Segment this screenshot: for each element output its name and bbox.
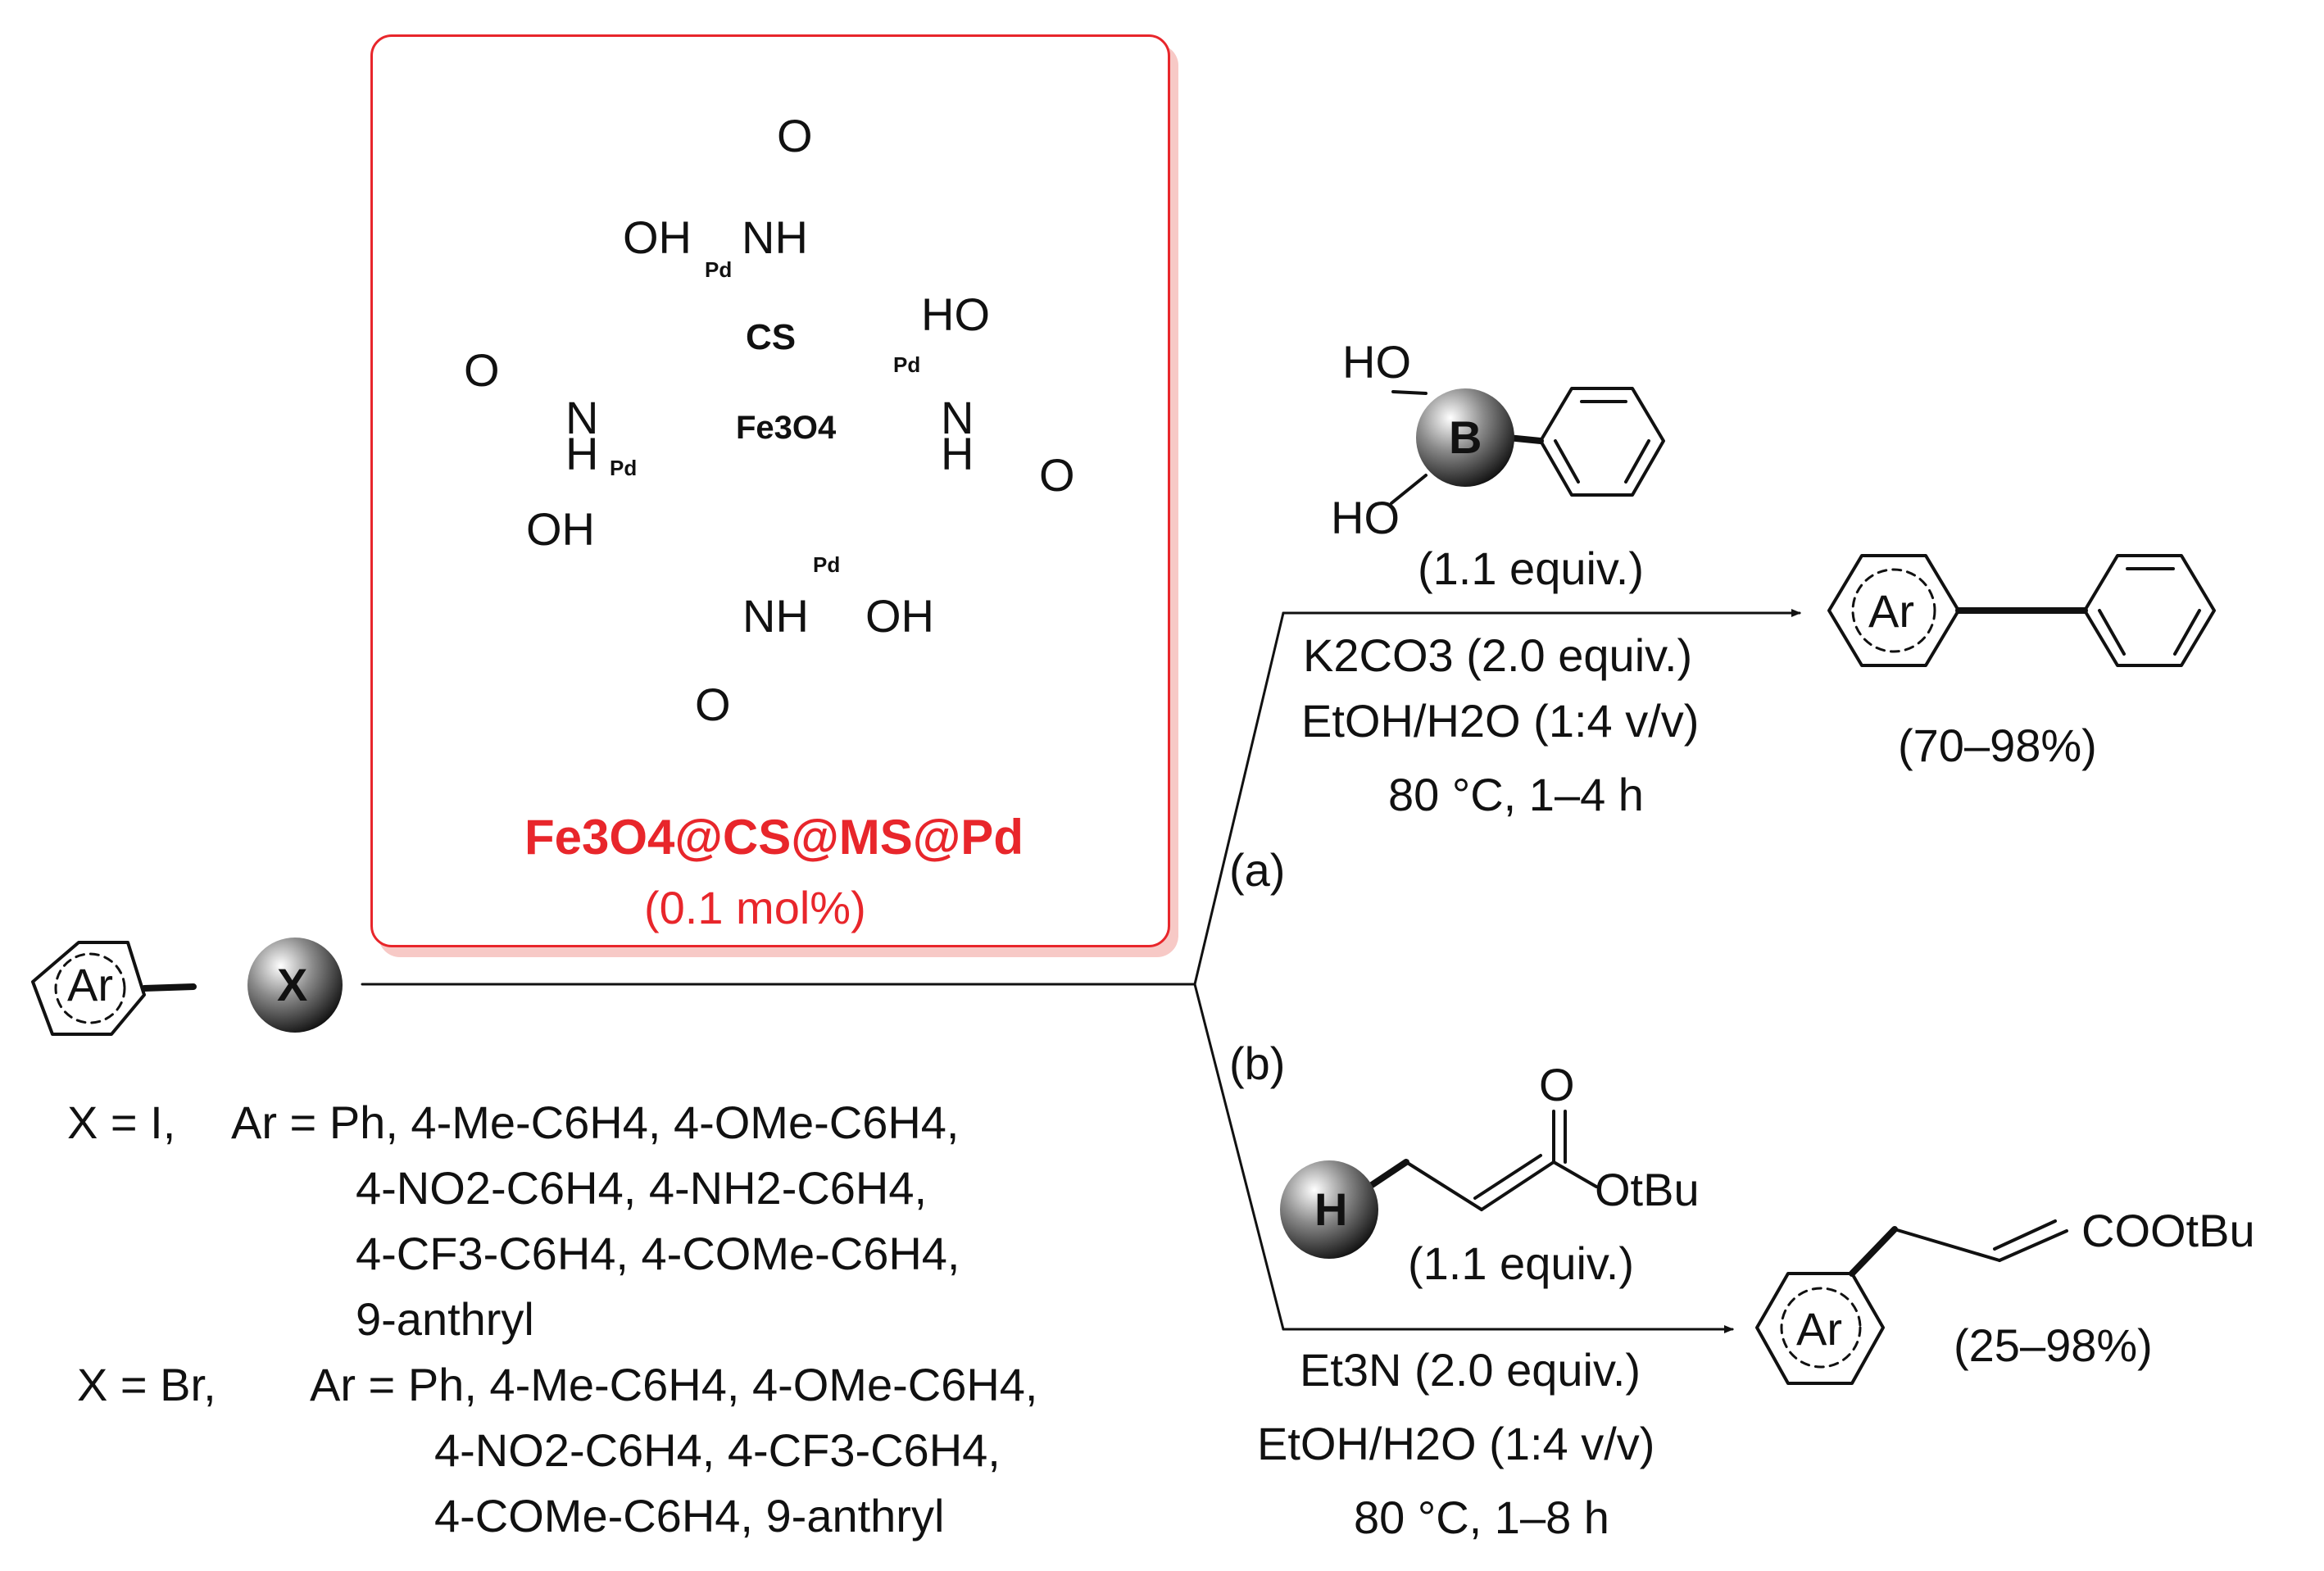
route-a-label: (a): [1229, 844, 1286, 896]
label-ho-right: HO: [921, 288, 990, 340]
label-n-left: N: [565, 392, 599, 443]
pd-label-1: Pd: [705, 257, 733, 282]
route-b-condition: 80 °C, 1–8 h: [1354, 1492, 1609, 1543]
pd-label-4: Pd: [813, 552, 841, 577]
route-a-condition: 80 °C, 1–4 h: [1388, 769, 1644, 820]
phenylboronic-acid: [1390, 387, 1665, 505]
core-label: Fe3O4: [736, 410, 837, 446]
tbu-acrylate: [1369, 1110, 1598, 1211]
branch-a-line: [1193, 611, 1285, 986]
label-o-left: O: [464, 344, 500, 396]
x-leaving-group-ball: [247, 938, 343, 1033]
route-a-oh-bottom: HO: [1331, 492, 1400, 543]
catalyst-loading: (0.1 mol%): [644, 882, 866, 933]
scope-line: 4-NO2-C6H4, 4-NH2-C6H4,: [356, 1162, 928, 1214]
boron-label: B: [1449, 411, 1482, 463]
label-oh-left: OH: [526, 503, 595, 555]
scope-line: 4-COMe-C6H4, 9-anthryl: [434, 1490, 945, 1541]
pd-label-3: Pd: [610, 456, 638, 480]
label-oh-top: OH: [623, 211, 692, 263]
label-oh-bottom: OH: [865, 590, 934, 642]
acrylate-ester-label: OtBu: [1595, 1164, 1700, 1215]
scope-x-iodo: X = I,: [67, 1097, 176, 1148]
label-o-bottom: O: [695, 679, 731, 730]
cinnamate-product: [1755, 1219, 2068, 1385]
scope-x-bromo: X = Br,: [77, 1359, 216, 1410]
product-a-ar-label: Ar: [1868, 585, 1914, 637]
scope-line: 4-NO2-C6H4, 4-CF3-C6H4,: [434, 1424, 1001, 1476]
product-b-yield: (25–98%): [1954, 1319, 2153, 1371]
route-b-label: (b): [1229, 1037, 1286, 1089]
route-b-condition: Et3N (2.0 equiv.): [1300, 1344, 1641, 1396]
catalyst-panel: [370, 34, 1170, 947]
label-h-right: H: [941, 428, 974, 479]
label-h-left: H: [565, 428, 599, 479]
route-b-condition: EtOH/H2O (1:4 v/v): [1257, 1418, 1655, 1469]
branch-b-line: [1193, 983, 1285, 1331]
scope-line: 4-CF3-C6H4, 4-COMe-C6H4,: [356, 1228, 960, 1279]
biaryl-product: [1827, 554, 2216, 667]
scope-line: 9-anthryl: [356, 1293, 534, 1345]
route-a-equiv: (1.1 equiv.): [1418, 543, 1644, 594]
route-b-equiv: (1.1 equiv.): [1408, 1237, 1634, 1289]
product-b-ar-label: Ar: [1796, 1303, 1842, 1355]
pd-label-2: Pd: [893, 352, 921, 377]
product-b-ester-label: COOtBu: [2081, 1205, 2255, 1256]
acrylate-o-label: O: [1539, 1059, 1575, 1110]
route-a-condition: K2CO3 (2.0 equiv.): [1303, 629, 1693, 681]
scope-line: Ar = Ph, 4-Me-C6H4, 4-OMe-C6H4,: [231, 1097, 960, 1148]
h-label: H: [1314, 1183, 1348, 1235]
substrate-x-label: X: [277, 959, 308, 1010]
catalyst-name: Fe3O4@CS@MS@Pd: [524, 810, 1024, 865]
substrate-ar-label: Ar: [67, 959, 113, 1010]
boron-ball: [1416, 388, 1514, 487]
label-o-right: O: [1039, 449, 1075, 501]
h-ball: [1280, 1160, 1378, 1259]
label-nh-top: NH: [742, 211, 808, 263]
route-a-oh-top: HO: [1342, 336, 1411, 388]
label-nh-bottom: NH: [742, 590, 809, 642]
label-o-top: O: [777, 110, 813, 161]
substrate-ring: [31, 941, 197, 1036]
label-n-right: N: [941, 392, 974, 443]
shell-label: CS: [746, 317, 797, 357]
scope-line: Ar = Ph, 4-Me-C6H4, 4-OMe-C6H4,: [310, 1359, 1038, 1410]
product-a-yield: (70–98%): [1898, 720, 2097, 771]
route-a-condition: EtOH/H2O (1:4 v/v): [1301, 695, 1700, 747]
